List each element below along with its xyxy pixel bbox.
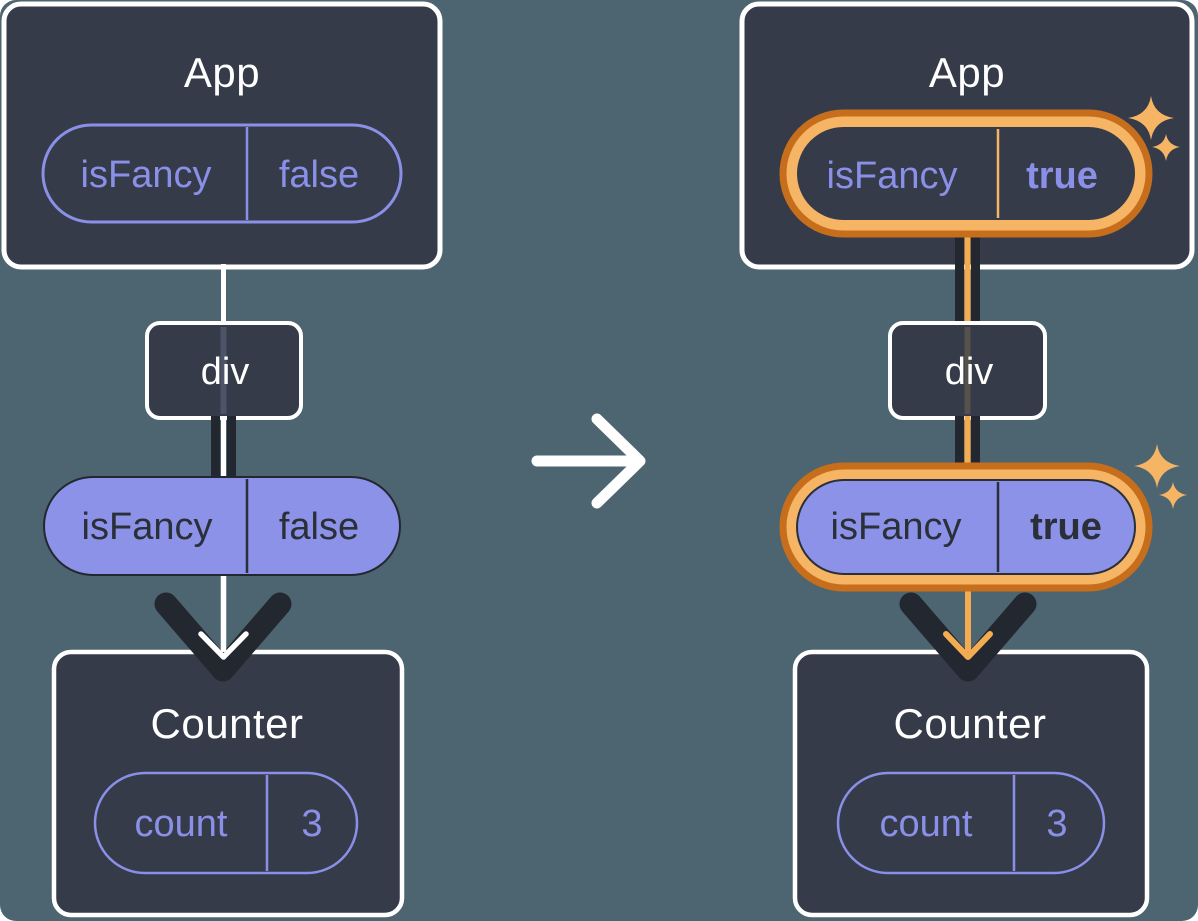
- right-pass-arrow-head: [943, 631, 993, 660]
- sparkles-icon: [1128, 96, 1180, 161]
- left-app-state-value: false: [278, 154, 360, 196]
- left-counter-state-key: count: [134, 803, 228, 845]
- left-tree: [1, 1, 443, 918]
- right-arrow-icon: [531, 413, 646, 509]
- right-prop-key: isFancy: [830, 506, 962, 548]
- left-app-title: App: [183, 49, 261, 96]
- right-counter-card: [792, 649, 1150, 918]
- right-counter-title: Counter: [893, 700, 1047, 747]
- right-div-label: div: [944, 351, 994, 393]
- sparkles-icon: [1134, 444, 1187, 509]
- left-counter-state-pill: [93, 771, 359, 875]
- right-app-title: App: [928, 49, 1006, 96]
- left-app-state-key: isFancy: [80, 154, 212, 196]
- left-prop-pill: [43, 476, 401, 576]
- right-counter-state-key: count: [879, 803, 973, 845]
- right-counter-state-value: 3: [1046, 803, 1068, 845]
- left-counter-card: [51, 649, 405, 918]
- right-prop-value: true: [1030, 506, 1102, 548]
- left-prop-key: isFancy: [81, 506, 213, 548]
- right-prop-pill: [796, 479, 1136, 575]
- right-tree: [739, 1, 1195, 918]
- left-counter-title: Counter: [150, 700, 304, 747]
- left-app-state-pill: [41, 123, 403, 224]
- right-app-state-value: true: [1026, 155, 1098, 197]
- right-pass-arrow-chevron: [899, 592, 1037, 682]
- right-app-state-key: isFancy: [826, 155, 958, 197]
- left-counter-state-value: 3: [301, 803, 323, 845]
- left-prop-value: false: [278, 506, 360, 548]
- left-div-label: div: [200, 351, 250, 393]
- left-app-card: [1, 1, 443, 270]
- right-counter-state-pill: [836, 771, 1106, 875]
- right-app-state-pill: [797, 127, 1135, 220]
- left-pass-arrow-chevron: [154, 592, 292, 682]
- left-pass-arrow-head: [198, 631, 249, 660]
